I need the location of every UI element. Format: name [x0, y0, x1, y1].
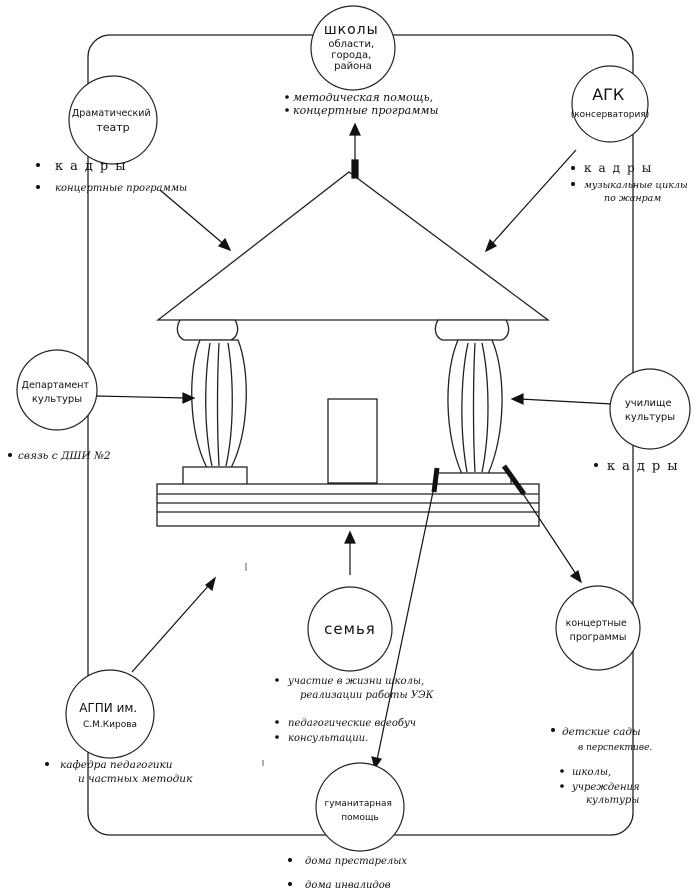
right-column-capital — [434, 319, 510, 341]
note-uchil-item: кадры — [607, 459, 685, 474]
left-column — [191, 339, 247, 469]
note-concert: детские сады в перспективе. школы, учреж… — [551, 726, 652, 806]
note-concert-item: учреждения — [571, 782, 640, 793]
node-labels: школы области, города, района Драматичес… — [22, 22, 676, 823]
note-uchil: кадры — [594, 459, 685, 474]
note-agpi-item: и частных методик — [78, 773, 193, 785]
node-uchil-circle — [609, 368, 691, 450]
note-drama-item: концертные программы — [55, 183, 187, 194]
note-drama-item: кадры — [55, 159, 133, 174]
note-concert-item: школы, — [572, 767, 611, 778]
note-concert-item: детские сады — [562, 726, 641, 738]
note-family-item: педагогические всеобуч — [288, 718, 416, 729]
note-agk-item: музыкальные циклы — [584, 180, 688, 191]
temple-door — [327, 398, 378, 484]
note-concert-item: культуры — [586, 795, 639, 806]
node-family-label: семья — [324, 620, 376, 638]
note-agk: кадры музыкальные циклы по жанрам — [571, 161, 688, 204]
node-schools-label: школы области, города, района — [324, 22, 382, 72]
note-human-item: дома престарелых — [305, 856, 407, 867]
node-family-circle — [307, 586, 393, 672]
note-drama: кадры концертные программы — [36, 159, 187, 194]
node-dept-circle — [16, 349, 98, 431]
note-family-item: реализации работы УЭК — [300, 690, 434, 701]
node-agpi-label: АГПИ им. С.М.Кирова — [79, 701, 141, 730]
temple-school-building — [156, 171, 550, 527]
note-schools-item: методическая помощь, — [293, 91, 433, 104]
node-drama-label: Драматический театр — [72, 106, 154, 134]
note-family: участие в жизни школы, реализации работы… — [275, 676, 434, 744]
note-human: дома престарелых дома инвалидов — [288, 856, 407, 891]
org-nodes — [16, 5, 691, 852]
note-agpi: кафедра педагогики и частных методик — [45, 759, 193, 785]
note-dept-item: связь с ДШИ №2 — [18, 450, 111, 462]
note-agk-item: по жанрам — [604, 193, 661, 204]
temple-roof — [156, 171, 550, 321]
node-human-label: гуманитарная помощь — [325, 796, 396, 823]
node-agk-label: АГК (консерватория) — [571, 85, 650, 120]
node-dept-label: Департамент культуры — [22, 378, 93, 405]
note-family-item: консультации. — [288, 733, 368, 744]
right-column — [447, 339, 503, 475]
node-agpi-circle — [65, 669, 155, 759]
node-concert-circle — [555, 585, 641, 671]
node-schools-circle — [310, 5, 396, 91]
node-uchil-label: училище культуры — [625, 396, 675, 423]
connection-arrows — [95, 122, 613, 770]
note-family-item: участие в жизни школы, — [287, 676, 424, 687]
note-dept: связь с ДШИ №2 — [8, 450, 111, 462]
left-column-capital — [176, 319, 239, 341]
note-agpi-item: кафедра педагогики — [60, 759, 173, 771]
note-schools-item: концертные программы — [293, 104, 438, 117]
note-concert-item: в перспективе. — [578, 743, 652, 753]
node-human-circle — [315, 762, 405, 852]
node-drama-circle — [68, 75, 158, 165]
temple-base — [156, 483, 540, 527]
note-agk-item: кадры — [584, 161, 658, 175]
note-schools: методическая помощь, концертные программ… — [285, 91, 438, 117]
node-agk-circle — [571, 65, 649, 143]
node-concert-label: концертные программы — [566, 616, 631, 643]
note-human-item: дома инвалидов — [305, 880, 391, 891]
